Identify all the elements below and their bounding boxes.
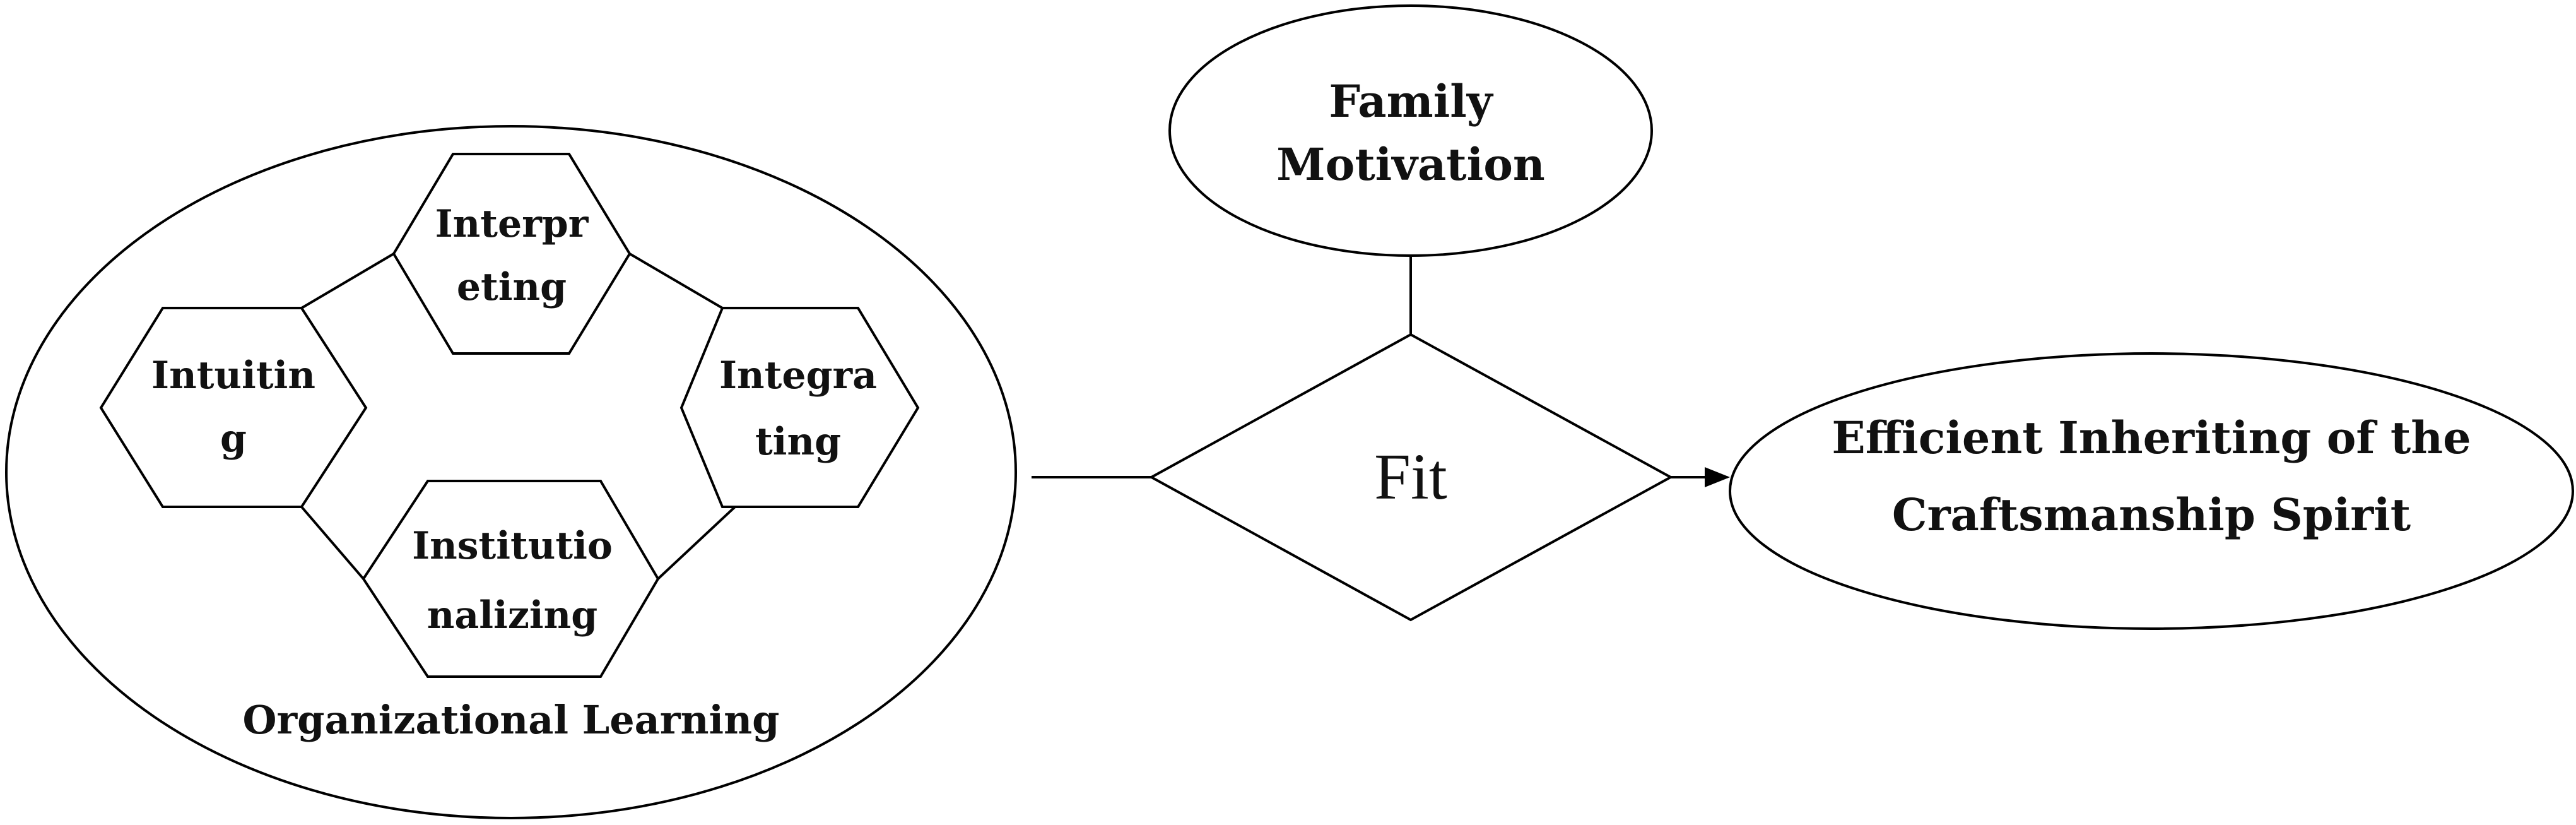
intuiting-hexagon — [99, 307, 368, 508]
interpreting-label-line1: Interpr — [435, 202, 589, 246]
institutionalizing-hexagon — [362, 480, 660, 678]
connector-integrating-institutionalizing — [657, 506, 736, 580]
interpreting-hexagon — [392, 153, 632, 355]
organizational-learning-label: Organizational Learning — [242, 697, 779, 743]
integrating-hexagon — [679, 307, 920, 508]
fit-diamond — [1148, 333, 1674, 622]
connector-interpreting-integrating — [628, 252, 724, 309]
outcome-label-line1: Efficient Inheriting of the — [1832, 412, 2471, 464]
integrating-label-line2: ting — [755, 420, 841, 464]
outcome-label-line2: Craftsmanship Spirit — [1892, 489, 2411, 541]
institutionalizing-label-line1: Institutio — [412, 524, 613, 568]
institutionalizing-label-line2: nalizing — [427, 593, 598, 638]
connector-intuiting-interpreting — [300, 252, 395, 309]
outcome-ellipse — [1729, 352, 2574, 630]
family-motivation-label-line1: Family — [1329, 75, 1493, 128]
interpreting-label-line2: eting — [457, 265, 567, 309]
fit-label: Fit — [1374, 441, 1447, 513]
organizational-learning-ellipse — [5, 125, 1017, 819]
family-motivation-ellipse — [1168, 4, 1653, 257]
connector-institutionalizing-intuiting — [300, 506, 365, 580]
integrating-label-line1: Integra — [719, 353, 877, 398]
intuiting-label-line2: g — [220, 417, 247, 461]
intuiting-label-line1: Intuitin — [151, 353, 315, 398]
family-motivation-label-line2: Motivation — [1276, 138, 1545, 191]
